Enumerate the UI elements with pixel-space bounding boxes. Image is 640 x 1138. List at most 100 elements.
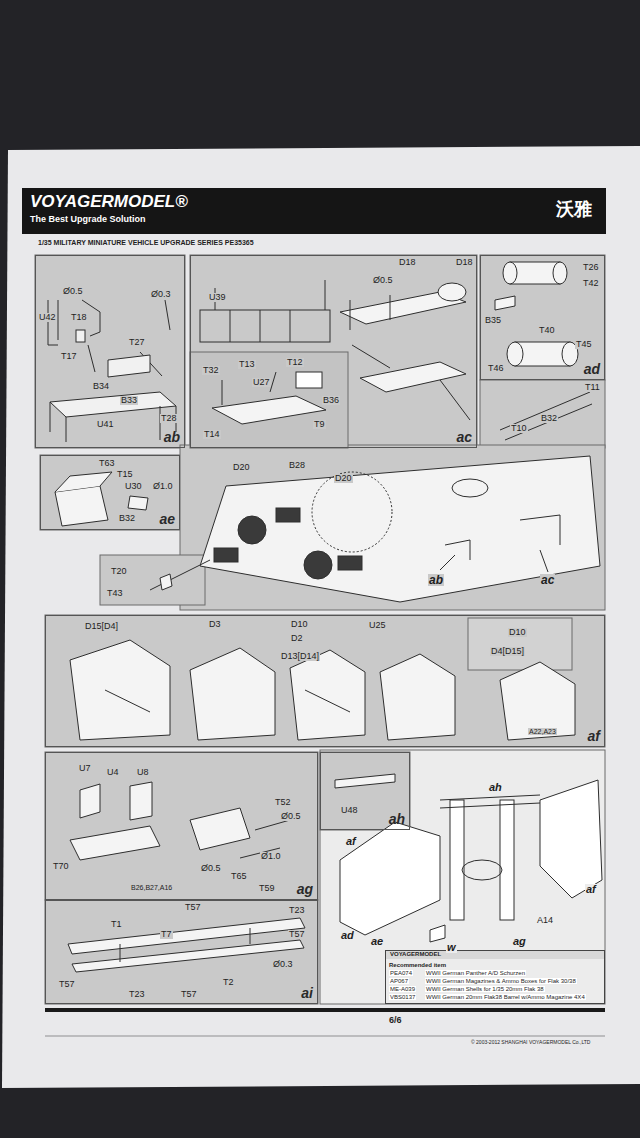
part-label: T42 bbox=[582, 279, 600, 288]
step-code: ah bbox=[389, 812, 405, 826]
part-label: D2 bbox=[290, 634, 304, 643]
line-art bbox=[105, 690, 350, 712]
line-art bbox=[50, 402, 176, 442]
line-art bbox=[212, 396, 326, 424]
line-art bbox=[128, 496, 148, 510]
part-label: B35 bbox=[484, 316, 502, 325]
step-panel: ag bbox=[45, 752, 318, 900]
line-art bbox=[500, 392, 592, 440]
panel-fills bbox=[35, 255, 605, 1004]
line-art bbox=[100, 555, 205, 605]
line-art bbox=[320, 752, 410, 830]
line-art bbox=[130, 782, 152, 820]
part-label: T13 bbox=[238, 360, 256, 369]
line-art bbox=[72, 940, 304, 972]
part-label: U27 bbox=[252, 378, 271, 387]
part-label: ad bbox=[340, 930, 355, 941]
line-art bbox=[55, 486, 108, 526]
part-label: T7 bbox=[160, 930, 173, 939]
part-label: D10 bbox=[508, 628, 527, 637]
line-art bbox=[540, 780, 602, 898]
line-art bbox=[48, 300, 58, 345]
part-label: T57 bbox=[288, 930, 306, 939]
subtitle: 1/35 MILITARY MINIATURE VEHICLE UPGRADE … bbox=[38, 239, 254, 246]
line-art bbox=[150, 550, 548, 590]
prism-part bbox=[55, 472, 148, 526]
brand-tagline: The Best Upgrade Solution bbox=[30, 215, 146, 224]
part-label: T32 bbox=[202, 366, 220, 375]
part-label: T57 bbox=[180, 990, 198, 999]
part-label: D15[D4] bbox=[84, 622, 119, 631]
part-label: Ø1.0 bbox=[260, 852, 282, 861]
line-art bbox=[352, 345, 470, 420]
part-label: U42 bbox=[38, 313, 57, 322]
line-art bbox=[222, 372, 276, 405]
line-art bbox=[480, 255, 605, 380]
part-label: T43 bbox=[106, 589, 124, 598]
page-number: 6/6 bbox=[388, 1016, 403, 1025]
line-art bbox=[462, 860, 502, 880]
part-label: U30 bbox=[124, 482, 143, 491]
copyright: © 2003-2012 SHANGHAI VOYAGERMODEL Co.,LT… bbox=[470, 1040, 591, 1045]
line-art bbox=[445, 515, 560, 560]
line-art bbox=[88, 300, 170, 376]
table-cell: WWII German Panther A/D Schurzen bbox=[425, 970, 526, 976]
line-art bbox=[440, 795, 540, 808]
line-art bbox=[45, 752, 318, 900]
line-art bbox=[340, 822, 440, 935]
line-art bbox=[480, 380, 605, 448]
line-art bbox=[190, 648, 275, 740]
line-art bbox=[452, 479, 488, 497]
step-code: ai bbox=[301, 986, 313, 1000]
line-art bbox=[503, 262, 517, 284]
part-label: D13[D14] bbox=[280, 652, 320, 661]
line-art bbox=[214, 548, 238, 562]
step-panel: ah bbox=[320, 752, 410, 830]
step-code: ae bbox=[159, 512, 175, 526]
table-cell: WWII German 20mm Flak38 Barrel w/Ammo Ma… bbox=[425, 994, 586, 1000]
part-label: ab bbox=[428, 574, 444, 586]
part-label: T45 bbox=[575, 340, 593, 349]
part-label: Ø0.5 bbox=[280, 812, 302, 821]
cylinder-part bbox=[495, 262, 592, 440]
part-label: B32 bbox=[118, 514, 136, 523]
step-code: ab bbox=[164, 430, 180, 444]
part-label: U48 bbox=[340, 806, 359, 815]
line-art bbox=[50, 392, 176, 417]
part-label: T70 bbox=[52, 862, 70, 871]
part-label: U8 bbox=[136, 768, 150, 777]
line-art bbox=[500, 662, 575, 740]
part-label: T40 bbox=[538, 326, 556, 335]
part-label: af bbox=[345, 836, 357, 847]
line-art bbox=[290, 650, 365, 740]
part-label: D20 bbox=[232, 463, 251, 472]
line-art bbox=[238, 516, 266, 544]
table-header bbox=[386, 950, 604, 959]
part-label: w bbox=[446, 942, 457, 953]
part-label: U41 bbox=[96, 420, 115, 429]
line-art bbox=[40, 455, 180, 530]
part-label: T2 bbox=[222, 978, 235, 987]
line-art bbox=[70, 826, 160, 860]
part-label: T20 bbox=[110, 567, 128, 576]
part-label: U25 bbox=[368, 621, 387, 630]
step-code: ag bbox=[297, 882, 313, 896]
part-label: T27 bbox=[128, 338, 146, 347]
part-label: A14 bbox=[536, 916, 554, 925]
frame-part bbox=[200, 280, 470, 424]
part-label: ag bbox=[512, 936, 527, 947]
table-cell: WWII German Magazines & Ammo Boxes for F… bbox=[425, 978, 577, 984]
part-label: Ø1.0 bbox=[152, 482, 174, 491]
part-label: T57 bbox=[184, 903, 202, 912]
part-label: B33 bbox=[120, 396, 138, 405]
part-label: B36 bbox=[322, 396, 340, 405]
line-art bbox=[380, 654, 455, 740]
table-cell: PEA074 bbox=[389, 970, 413, 976]
line-art bbox=[45, 900, 318, 1004]
step-code: ad bbox=[584, 362, 600, 376]
part-label: T46 bbox=[487, 364, 505, 373]
line-art bbox=[45, 615, 605, 747]
